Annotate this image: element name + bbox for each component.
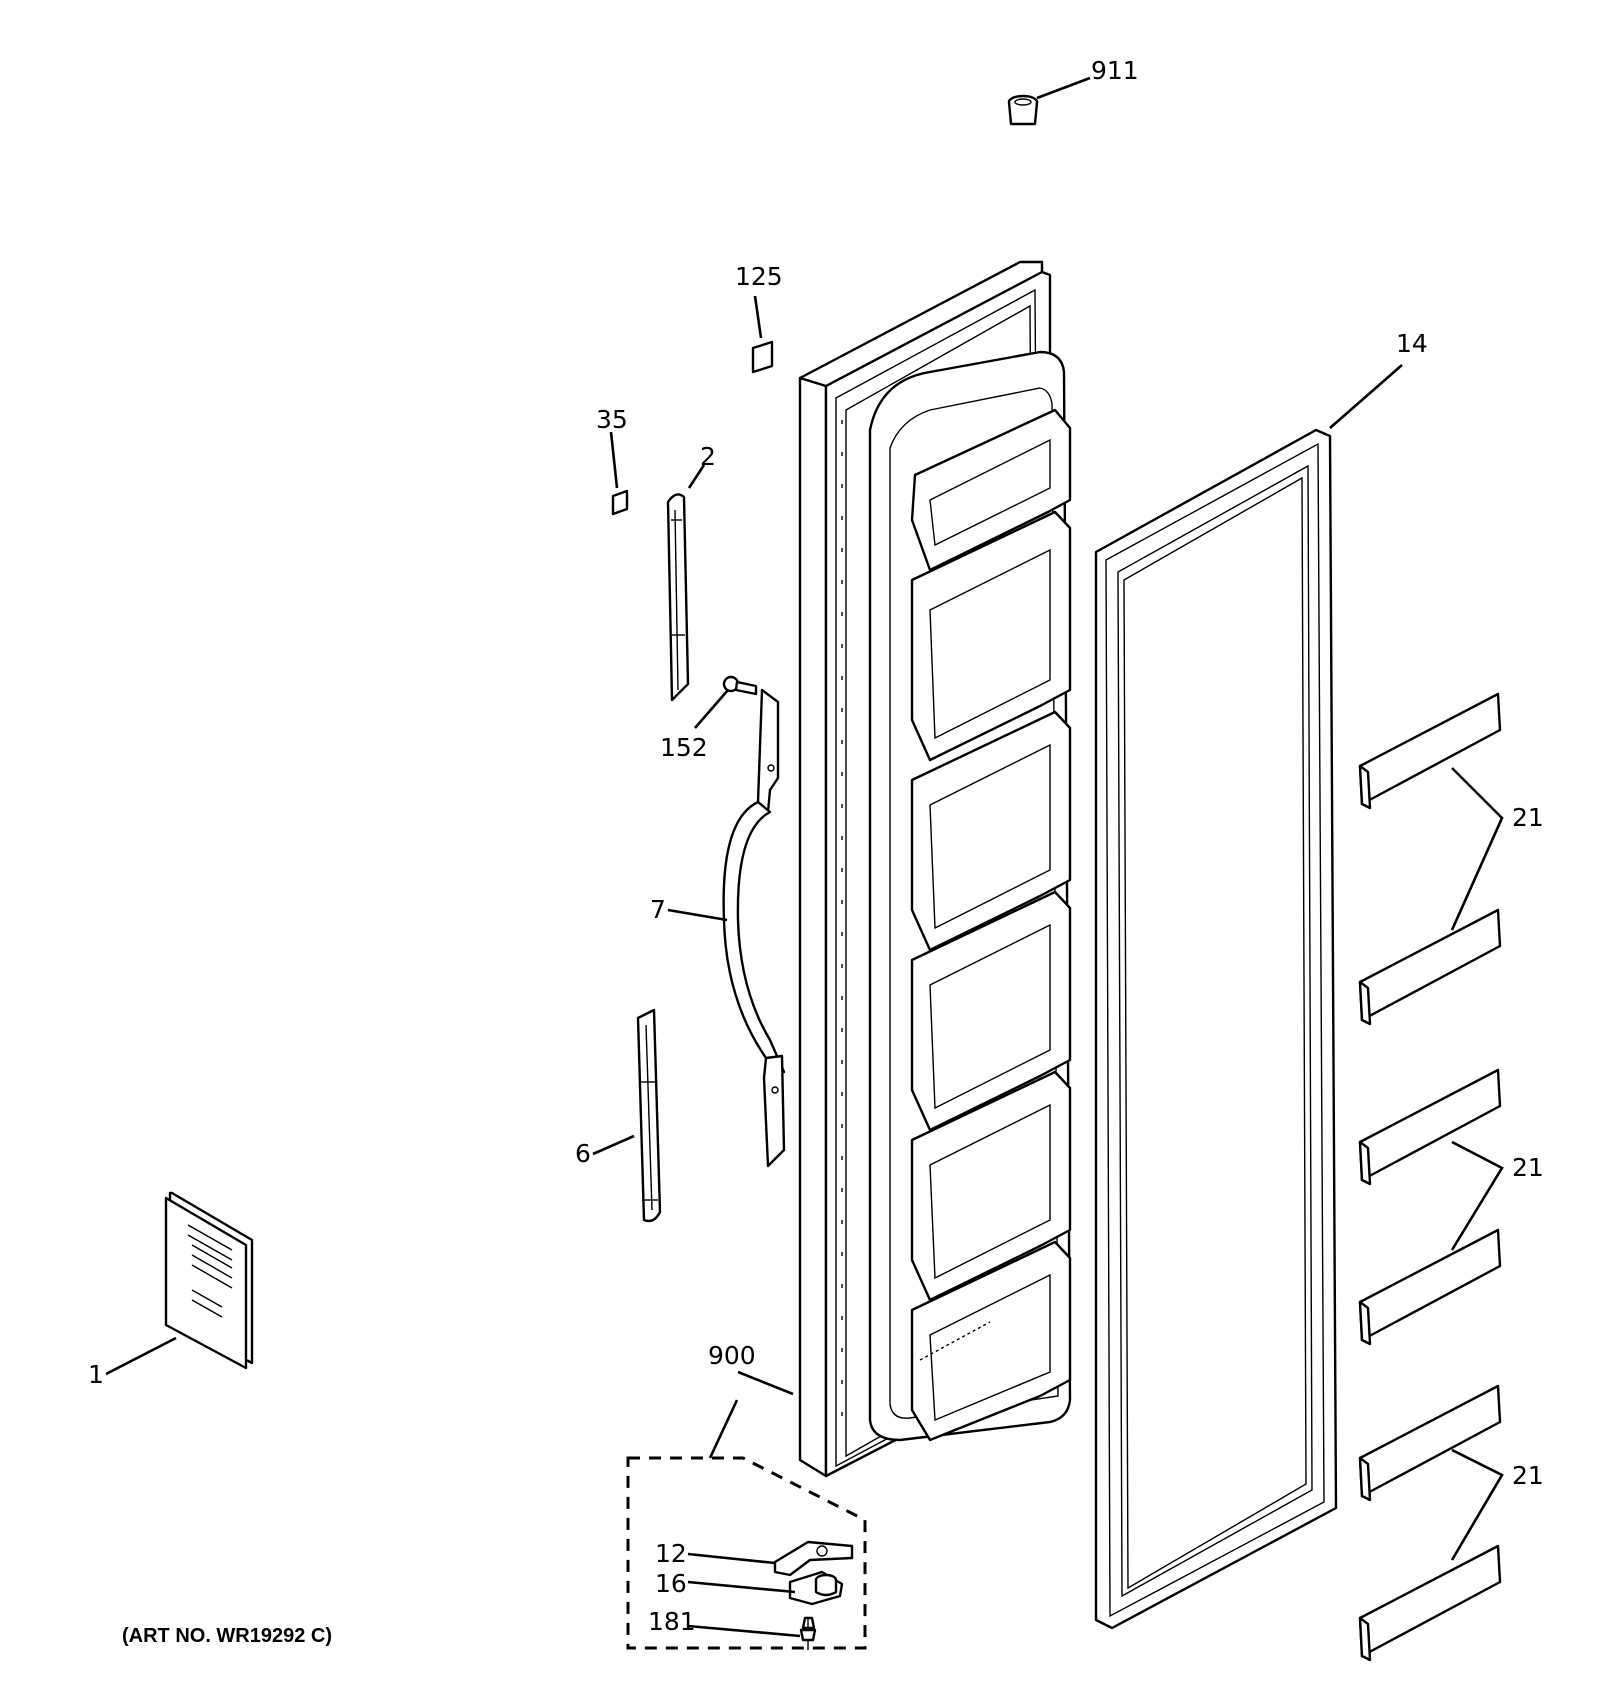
callout-21-middle: 21 (1512, 1153, 1544, 1182)
callout-6: 6 (575, 1139, 591, 1168)
callout-152: 152 (660, 733, 708, 762)
callout-1: 1 (88, 1360, 104, 1389)
callout-181: 181 (648, 1607, 696, 1636)
callout-7: 7 (650, 895, 666, 924)
callout-14: 14 (1396, 329, 1428, 358)
bin-support-1 (1358, 692, 1502, 810)
bin-support-4 (1358, 1228, 1502, 1346)
part-181-screw (687, 1616, 817, 1650)
part-152-screw (694, 675, 758, 729)
bin-support-6 (1358, 1544, 1502, 1662)
part-12-hinge-bracket (773, 1540, 854, 1577)
callout-35: 35 (596, 405, 628, 434)
callout-16: 16 (655, 1569, 687, 1598)
bin-support-5 (1358, 1384, 1502, 1502)
callout-911: 911 (1091, 56, 1139, 85)
art-number-label: (ART NO. WR19292 C) (122, 1625, 332, 1647)
part-6-handle-trim-lower (592, 1008, 662, 1223)
part-2-handle-trim-upper (666, 464, 706, 702)
callout-21-top: 21 (1512, 803, 1544, 832)
part-16-hinge-pin (788, 1570, 844, 1606)
door-assembly (737, 260, 1072, 1478)
part-911-cap (1007, 76, 1091, 126)
callout-12: 12 (655, 1539, 687, 1568)
hinge-kit-group (626, 1399, 867, 1650)
callout-125: 125 (735, 262, 783, 291)
door-bins (910, 408, 1072, 1442)
bin-support-2 (1358, 908, 1502, 1026)
callout-21-bottom: 21 (1512, 1461, 1544, 1490)
part-125-pad (751, 295, 774, 374)
part-35-pad (609, 431, 629, 516)
part-21-bin-supports (1358, 692, 1504, 1662)
callout-2: 2 (700, 442, 716, 471)
part-14-gasket (1094, 364, 1403, 1630)
callout-900: 900 (708, 1341, 756, 1370)
bin-support-3 (1358, 1068, 1502, 1186)
part-7-door-handle (667, 688, 786, 1168)
part-1-manual (105, 1191, 254, 1376)
